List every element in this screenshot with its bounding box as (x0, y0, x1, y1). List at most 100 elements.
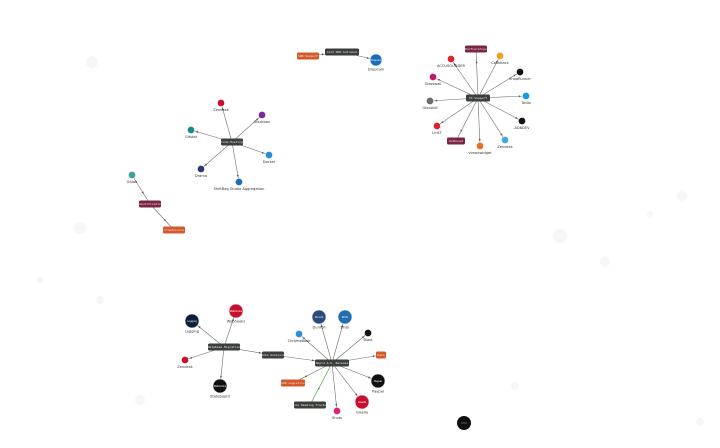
node-logo-icon[interactable] (337, 309, 353, 325)
node-logo-icon[interactable] (184, 313, 200, 329)
node-logo-icon[interactable] (476, 142, 484, 150)
node-twilio[interactable]: Twilio (520, 92, 531, 105)
hub-partnerships[interactable]: Partnerships (465, 45, 487, 53)
node-accusounder[interactable]: ACCUSOUNDER (437, 55, 466, 68)
hub-box[interactable] (315, 359, 349, 367)
node-logo-icon[interactable] (522, 92, 530, 100)
node-logo-icon[interactable] (333, 407, 341, 415)
hub-data-analysis[interactable]: Data Analysis (261, 351, 285, 359)
node-zendesk[interactable]: Zendesk (213, 99, 230, 112)
hub-box[interactable] (262, 351, 284, 359)
edge-arrow (255, 118, 259, 121)
hub-label: Outbound (449, 139, 464, 143)
node-glassbill[interactable]: Glassbill (422, 97, 438, 110)
hub-sdr-logistics[interactable]: SDR Logistics (281, 379, 305, 387)
node-logo-icon[interactable] (217, 99, 225, 107)
node-cashback[interactable]: Cashback (491, 52, 510, 65)
hub-box[interactable] (297, 52, 319, 60)
hub-code-hosting[interactable]: Code Hosting (221, 138, 243, 146)
node-logo-icon[interactable] (447, 55, 455, 63)
node-gitstat[interactable]: Gitstat (185, 126, 198, 139)
node-shots[interactable]: Shots (332, 407, 342, 420)
hub-rapid-a-i-release[interactable]: Rapid A.I. Release (315, 359, 349, 367)
hub-box[interactable] (221, 138, 243, 146)
node-logo-icon[interactable] (433, 122, 441, 130)
hub-outbound[interactable]: Outbound (447, 137, 465, 145)
hub-rule-reading-tracker[interactable]: Rule Reading Tracker (292, 401, 328, 409)
node-logo-icon[interactable] (311, 309, 327, 325)
hub-box[interactable] (376, 351, 386, 359)
node-logo-icon[interactable] (496, 52, 504, 60)
node-logo-icon[interactable] (516, 68, 524, 76)
node-linkt[interactable]: LinkT (432, 122, 443, 135)
hub-cold-sdr-outreach[interactable]: Cold SDR Outreach (325, 48, 359, 56)
edge-arrow (320, 324, 323, 328)
node-logo-icon[interactable] (265, 151, 273, 159)
node-docker[interactable]: Docker (263, 151, 276, 164)
node-logo-icon[interactable] (228, 303, 244, 319)
node-logo-icon[interactable] (518, 117, 526, 125)
hub-box[interactable] (325, 48, 359, 56)
node-logo-icon[interactable] (426, 97, 434, 105)
hub-identification[interactable]: Identification (137, 200, 163, 208)
hub-box[interactable] (466, 94, 490, 102)
hub-box[interactable] (465, 45, 487, 53)
node-drama[interactable]: Drama (195, 165, 207, 178)
hub-database-migration[interactable]: Database Migration (208, 343, 241, 351)
smudge (74, 222, 86, 234)
hub-sdr-support[interactable]: SDR Support (297, 52, 319, 60)
node-glasswall[interactable]: Glasswall (425, 73, 442, 86)
node-gitlab[interactable]: Gitlab (127, 171, 138, 184)
node-logo-icon[interactable] (187, 126, 195, 134)
hub-box[interactable] (447, 137, 465, 145)
node-logo-icon[interactable] (429, 73, 437, 81)
hub-box[interactable] (281, 379, 305, 387)
node-shoprunner[interactable]: ShopRunner (509, 68, 531, 81)
node-logo-icon[interactable] (369, 53, 383, 67)
node-logo-icon[interactable] (197, 165, 205, 173)
node-logo-icon[interactable] (364, 329, 372, 337)
node-logo-icon[interactable] (235, 178, 243, 186)
node-vimeowidget[interactable]: vimeowidget (468, 142, 492, 155)
node-logo-icon[interactable] (128, 171, 136, 179)
node-logo-icon[interactable] (501, 136, 509, 144)
hub-box[interactable] (163, 226, 185, 234)
node-logo-icon[interactable] (370, 373, 386, 389)
node-label: Blast (364, 338, 374, 342)
node-logo-icon[interactable] (258, 111, 266, 119)
edge (149, 203, 175, 231)
stray-node[interactable] (457, 416, 471, 430)
hub-box[interactable] (139, 200, 161, 208)
node-zendesk[interactable]: Zendesk (497, 136, 514, 149)
node-logo-text: Brisk (342, 316, 349, 319)
node-logo-icon[interactable] (212, 378, 228, 394)
node-label: Giselle (356, 411, 369, 415)
node-slackbox[interactable]: Slackbox (254, 111, 271, 124)
hub-box[interactable] (208, 343, 240, 351)
node-label: LinkT (432, 131, 442, 135)
node-chromebook[interactable]: Chromebook (288, 330, 312, 343)
hub-cx-support[interactable]: CX Support (466, 94, 490, 102)
node-blast[interactable]: Blast (364, 329, 374, 342)
edge-arrow (354, 393, 358, 396)
node-zendesk[interactable]: Zendesk (177, 356, 194, 369)
hub-data[interactable]: Data (376, 351, 386, 359)
hub-box[interactable] (294, 401, 326, 409)
node-logo-icon[interactable] (354, 394, 370, 410)
node-shiftbag-studio-aggregation[interactable]: ShiftBag Studio Aggregation (214, 178, 265, 191)
node-logo-icon[interactable] (295, 330, 303, 338)
edge (455, 97, 479, 142)
node-adbdev[interactable]: ADBDEV (514, 117, 530, 130)
edge-arrow (317, 387, 320, 390)
hub-crowdsource[interactable]: Crowdsource (163, 226, 185, 234)
node-logo-icon[interactable] (181, 356, 189, 364)
